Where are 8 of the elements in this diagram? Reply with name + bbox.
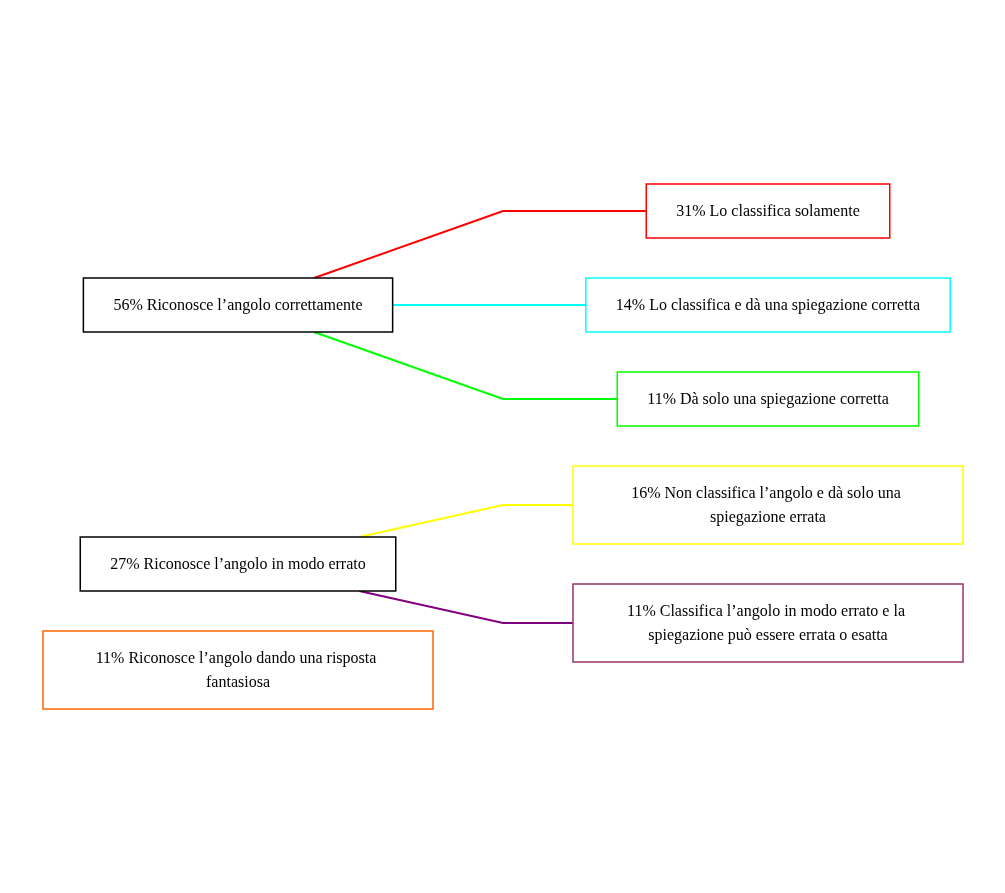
node-box: 11% Dà solo una spiegazione corretta <box>616 371 919 427</box>
node-box: 27% Riconosce l’angolo in modo errato <box>79 536 396 592</box>
node-box: 14% Lo classifica e dà una spiegazione corretta <box>584 277 951 333</box>
node-box: 56% Riconosce l’angolo correttamente <box>82 277 393 333</box>
node-box: 11% Riconosce l’angolo dando una risposta fantasiosa <box>41 630 434 710</box>
node-box: 11% Classifica l’angolo in modo errato e la spiegazione può essere errata o esatta <box>571 583 964 663</box>
node-box: 16% Non classifica l’angolo e dà solo una spiegazione errata <box>571 465 964 545</box>
node-box: 31% Lo classifica solamente <box>645 183 890 239</box>
